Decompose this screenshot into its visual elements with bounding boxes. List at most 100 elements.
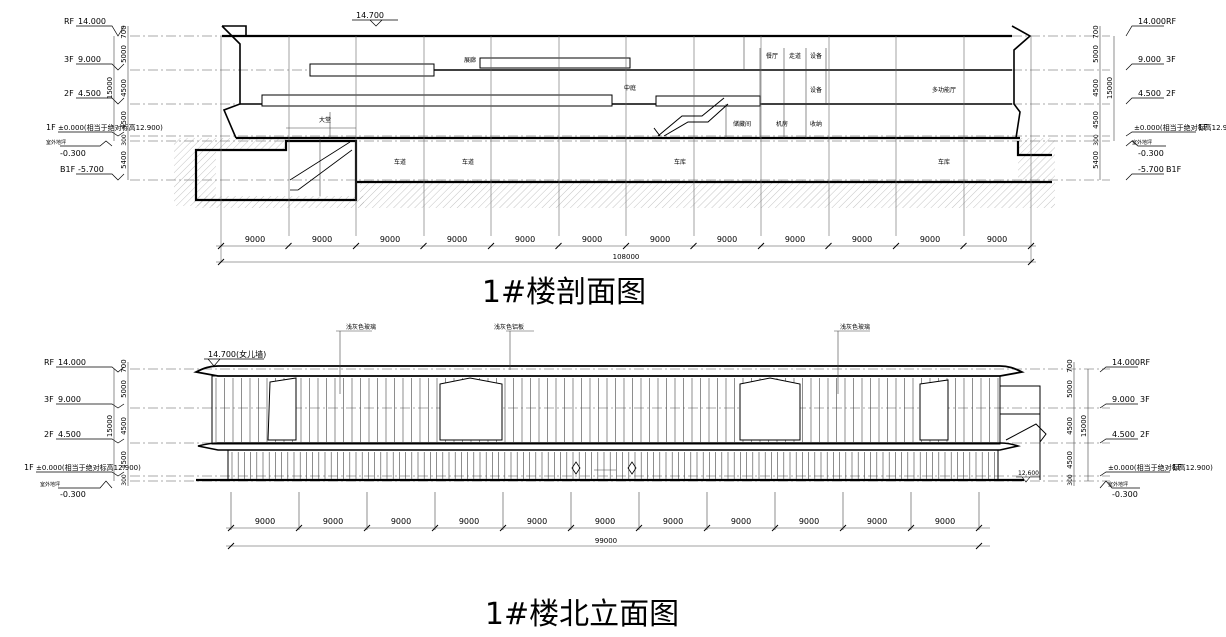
level-name: 3F bbox=[64, 55, 74, 64]
dimension-tick bbox=[960, 242, 967, 250]
section-drawing: 大堂 展廊 中庭 餐厅 走道 设备 设备 多功能厅 储藏间 机房 收纳 车道 车… bbox=[46, 11, 1226, 310]
room-label: 设备 bbox=[810, 52, 822, 60]
dimension-tick bbox=[217, 242, 225, 250]
section-vdims-left: 700 5000 4500 4500 300 5400 15000 bbox=[106, 25, 129, 180]
escalator bbox=[289, 141, 353, 191]
side-elevation-mark: 12.600 bbox=[1016, 470, 1040, 483]
svg-text:300: 300 bbox=[121, 474, 128, 486]
room-partitions bbox=[286, 36, 827, 196]
dimension-tick bbox=[217, 258, 225, 266]
svg-text:5000: 5000 bbox=[120, 45, 128, 63]
elevation-drawing: 浅灰色玻璃 浅灰色铝板 浅灰色玻璃 14.700(女儿墙) RF 14.000 … bbox=[24, 323, 1213, 632]
level-elevation: ±0.000(相当于绝对标高12.900) bbox=[36, 463, 141, 472]
svg-text:700: 700 bbox=[1066, 359, 1074, 372]
svg-text:5000: 5000 bbox=[1066, 380, 1074, 398]
dimension-tick bbox=[420, 242, 427, 250]
level-elevation: 9.000 bbox=[78, 55, 101, 64]
basement-outline bbox=[194, 139, 358, 202]
bay-dimension: 9000 bbox=[650, 235, 670, 244]
room-label: 车道 bbox=[394, 158, 406, 166]
bay-dimension: 9000 bbox=[852, 235, 872, 244]
bay-dimension: 9000 bbox=[867, 517, 887, 526]
level-elevation: ±0.000(相当于绝对标高12.900) bbox=[58, 123, 163, 132]
level-elevation: 14.000 bbox=[78, 17, 106, 26]
svg-text:15000: 15000 bbox=[1106, 77, 1114, 99]
svg-text:4500: 4500 bbox=[1066, 417, 1074, 435]
elevation-title: 1#楼北立面图 bbox=[485, 597, 679, 632]
bay-dimension: 9000 bbox=[920, 235, 940, 244]
level-name: 室外地坪 bbox=[1132, 139, 1152, 146]
svg-text:5000: 5000 bbox=[120, 380, 128, 398]
section-envelope bbox=[221, 25, 1032, 139]
svg-text:15000: 15000 bbox=[106, 77, 114, 99]
bay-dimension: 9000 bbox=[323, 517, 343, 526]
level-name: 1F bbox=[1172, 463, 1182, 472]
material-callouts: 浅灰色玻璃 浅灰色铝板 浅灰色玻璃 bbox=[336, 323, 870, 394]
bay-dimension: 9000 bbox=[459, 517, 479, 526]
room-labels: 大堂 展廊 中庭 餐厅 走道 设备 设备 多功能厅 储藏间 机房 收纳 车道 车… bbox=[319, 52, 956, 166]
room-label: 餐厅 bbox=[766, 52, 778, 60]
svg-text:15000: 15000 bbox=[1080, 415, 1088, 437]
level-elevation: 4.500 bbox=[1138, 89, 1161, 98]
section-top-mark: 14.700 bbox=[352, 11, 398, 27]
section-hdims: 9000 9000 9000 9000 9000 9000 9000 9000 … bbox=[216, 235, 1036, 266]
elevation-top-mark: 14.700(女儿墙) bbox=[204, 349, 266, 367]
dimension-tick bbox=[892, 242, 900, 250]
section-levels-left: RF 14.000 3F 9.000 2F 4.500 1F ±0.000(相当… bbox=[46, 17, 163, 181]
svg-text:5000: 5000 bbox=[1092, 45, 1100, 63]
level-elevation: 4.500 bbox=[1112, 430, 1135, 439]
level-name: 2F bbox=[64, 89, 74, 98]
lower-mullions bbox=[231, 452, 995, 479]
level-name: 2F bbox=[44, 430, 54, 439]
svg-text:4500: 4500 bbox=[1092, 79, 1100, 97]
feature-panels bbox=[267, 377, 949, 441]
level-name: 3F bbox=[1140, 395, 1150, 404]
level-name: 1F bbox=[24, 463, 34, 472]
total-dimension: 108000 bbox=[613, 253, 640, 261]
level-name: 3F bbox=[1166, 55, 1176, 64]
level-elevation: -0.300 bbox=[1138, 149, 1164, 158]
dimension-tick bbox=[285, 242, 292, 250]
bay-dimension: 9000 bbox=[595, 517, 615, 526]
bay-dimension: 9000 bbox=[515, 235, 535, 244]
bay-dimension: 9000 bbox=[987, 235, 1007, 244]
bay-dimension: 9000 bbox=[731, 517, 751, 526]
section-slabs bbox=[222, 34, 1020, 140]
room-label: 展廊 bbox=[464, 56, 476, 64]
level-elevation: 14.000 bbox=[1138, 17, 1166, 26]
level-elevation: ±0.000(相当于绝对标高12.900) bbox=[1108, 463, 1213, 472]
level-name: RF bbox=[1140, 358, 1151, 367]
dimension-tick bbox=[1027, 258, 1035, 266]
dimension-tick bbox=[1027, 242, 1035, 250]
room-label: 储藏间 bbox=[733, 120, 751, 128]
facade-outline bbox=[193, 365, 1025, 377]
svg-text:700: 700 bbox=[120, 25, 128, 38]
svg-text:4500: 4500 bbox=[1066, 451, 1074, 469]
material-label: 浅灰色玻璃 bbox=[346, 323, 376, 331]
bay-dimension: 9000 bbox=[312, 235, 332, 244]
room-label: 设备 bbox=[810, 86, 822, 94]
svg-text:14.700(女儿墙): 14.700(女儿墙) bbox=[208, 349, 266, 359]
level-name: RF bbox=[1166, 17, 1177, 26]
level-elevation: 14.000 bbox=[58, 358, 86, 367]
level-elevation: 9.000 bbox=[58, 395, 81, 404]
svg-text:300: 300 bbox=[121, 134, 128, 146]
level-name: B1F bbox=[1166, 165, 1182, 174]
level-elevation: -0.300 bbox=[60, 149, 86, 158]
level-elevation: -5.700 bbox=[78, 165, 104, 174]
level-elevation: -5.700 bbox=[1138, 165, 1164, 174]
level-elevation: 4.500 bbox=[78, 89, 101, 98]
svg-text:4500: 4500 bbox=[120, 111, 128, 129]
bay-dimension: 9000 bbox=[785, 235, 805, 244]
room-label: 走道 bbox=[789, 52, 801, 60]
bay-dimension: 9000 bbox=[582, 235, 602, 244]
svg-text:300: 300 bbox=[1093, 134, 1100, 146]
level-name: 室外地坪 bbox=[40, 481, 60, 488]
svg-text:5400: 5400 bbox=[120, 151, 128, 169]
upper-curtain-wall bbox=[211, 375, 1001, 445]
level-elevation: 9.000 bbox=[1112, 395, 1135, 404]
dimension-tick bbox=[352, 242, 360, 250]
room-label: 车道 bbox=[462, 158, 474, 166]
dimension-tick bbox=[975, 542, 983, 550]
